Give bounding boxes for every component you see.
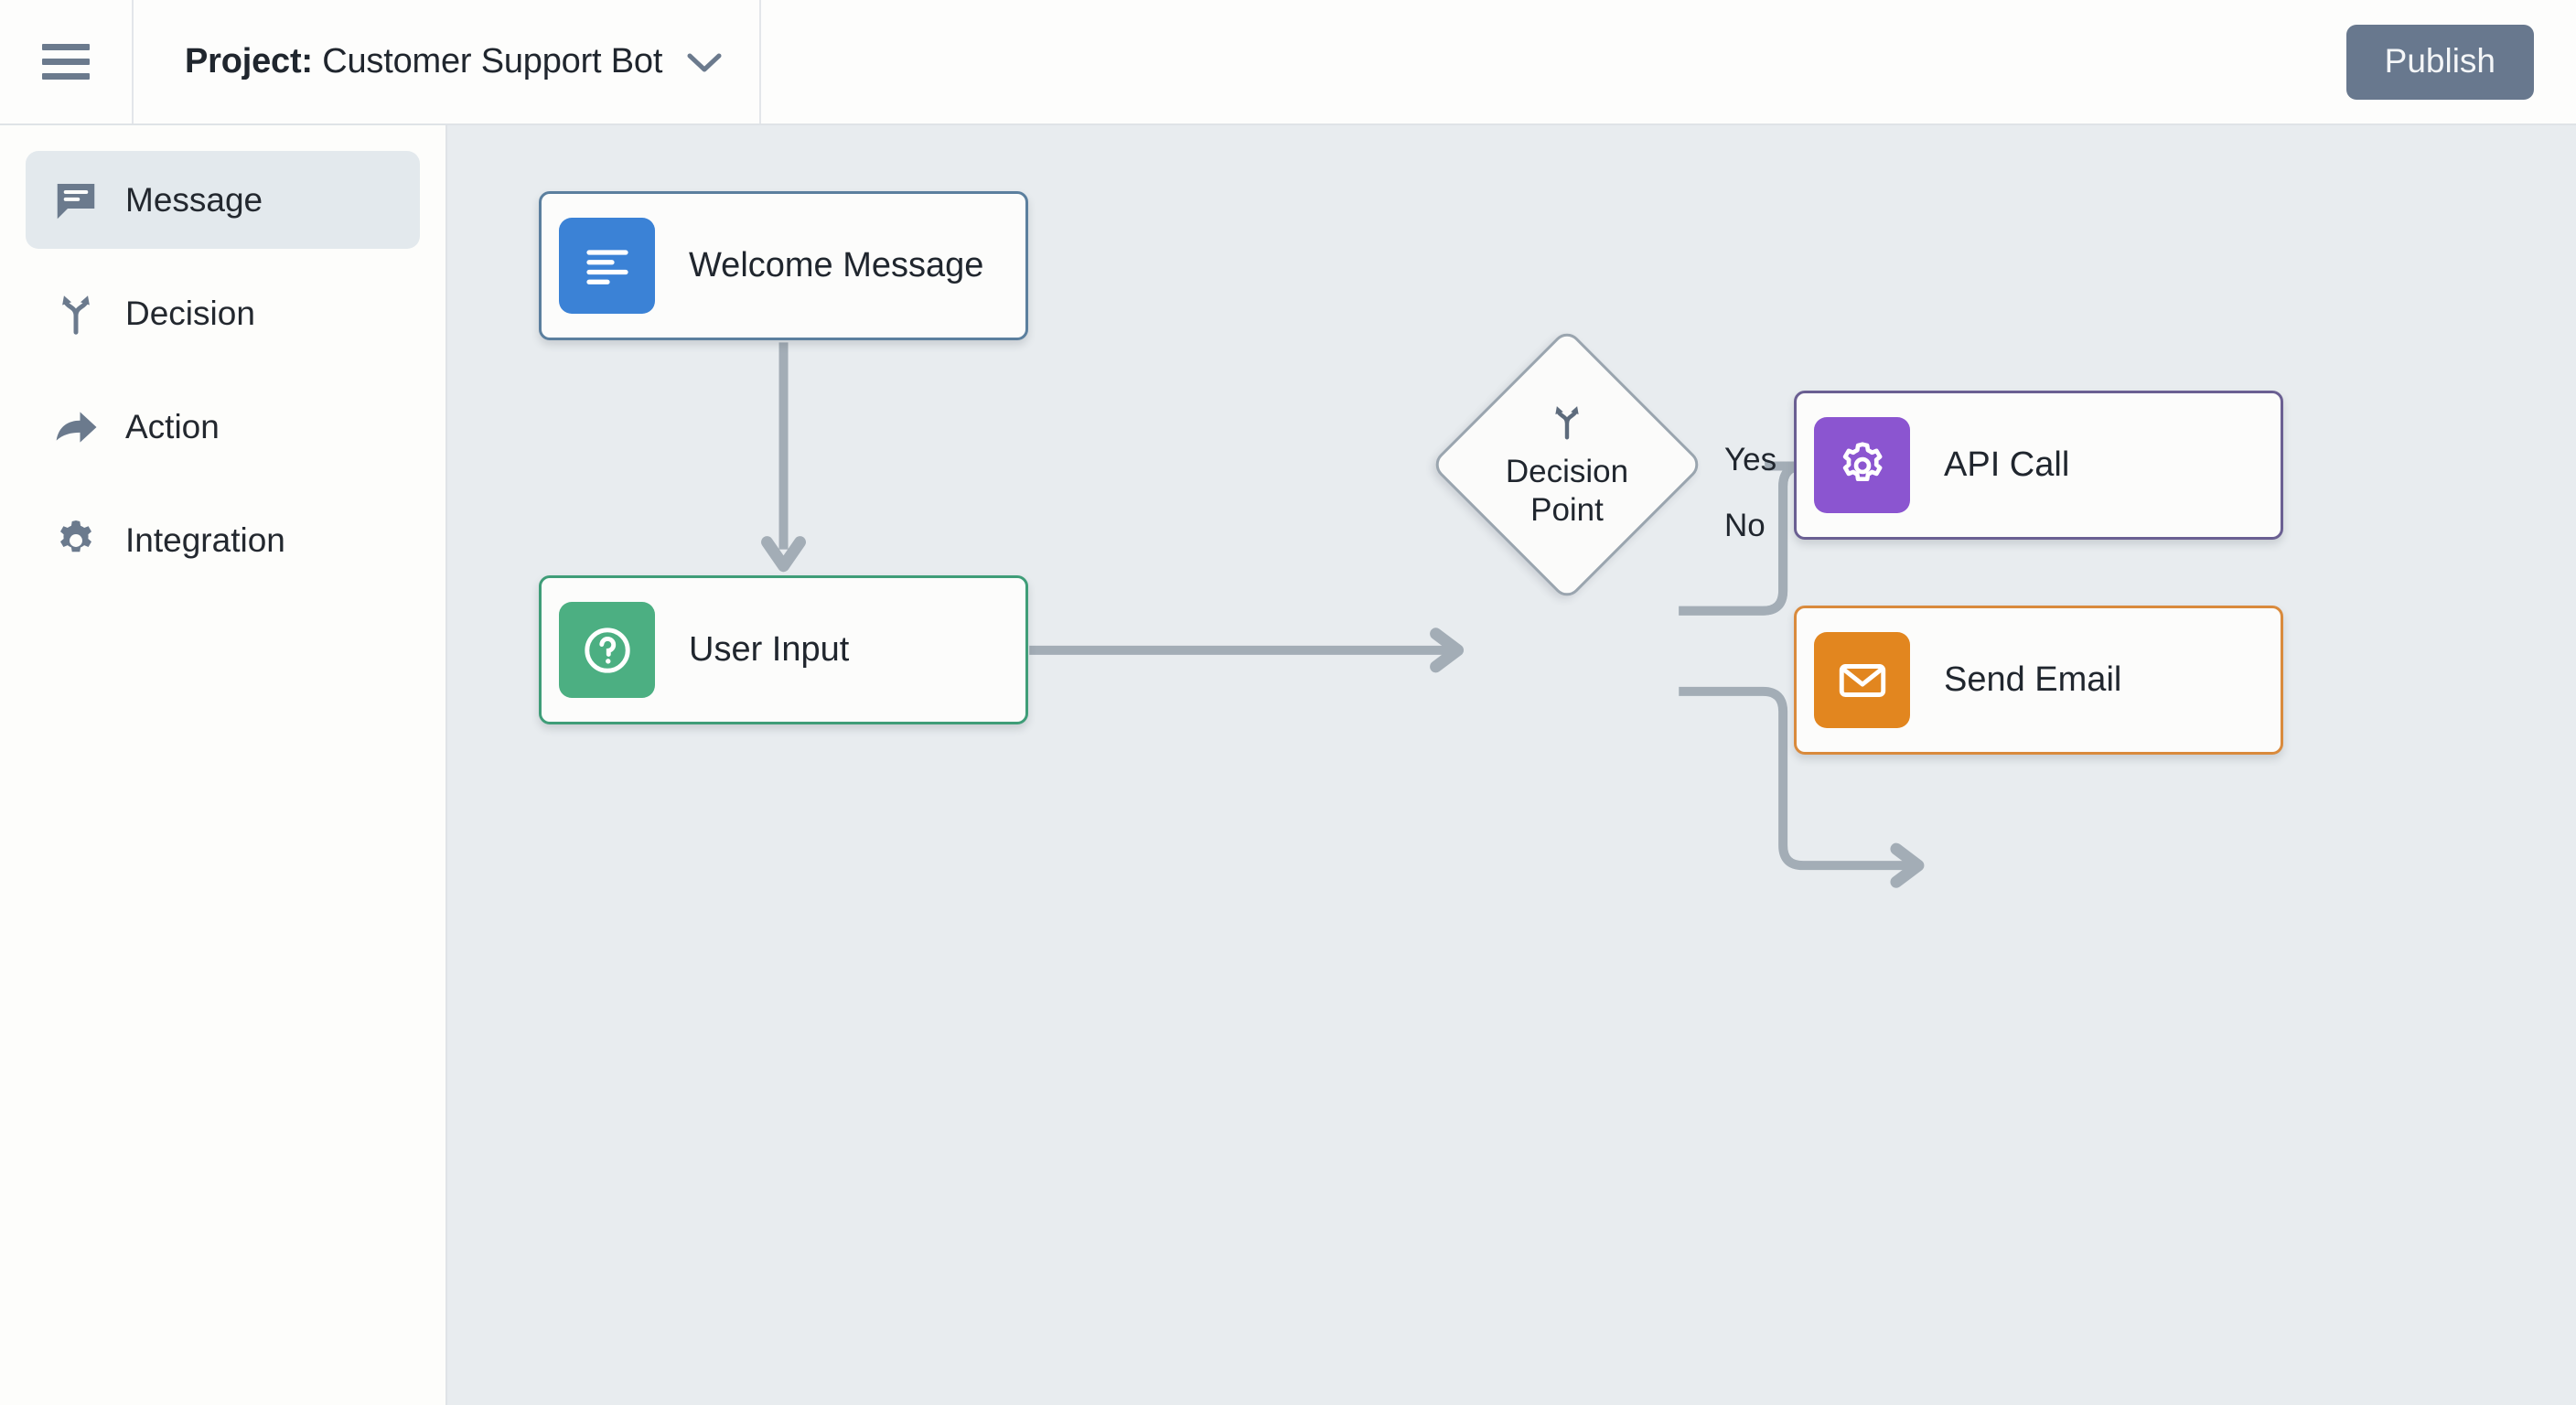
sidebar-item-message[interactable]: Message [26,151,420,249]
project-name: Customer Support Bot [322,42,663,80]
text-lines-icon [559,218,655,314]
flow-node-decision-point[interactable] [1430,327,1704,602]
edge-label-yes: Yes [1724,442,1777,477]
branch-split-icon [48,289,103,338]
edge-welcome-to-input [761,342,806,573]
hamburger-icon [42,44,90,80]
publish-button[interactable]: Publish [2345,24,2534,100]
flow-node-send-email[interactable]: Send Email [1794,606,2283,755]
sidebar-item-label: Message [125,180,263,219]
menu-toggle-button[interactable] [0,0,134,123]
sidebar-item-label: Integration [125,520,285,559]
flow-node-label: API Call [1944,445,2070,484]
sidebar-item-decision[interactable]: Decision [26,264,420,362]
sidebar-item-label: Action [125,407,220,445]
top-header-bar: Project: Customer Support Bot Publish [0,0,2576,125]
flow-node-user-input[interactable]: User Input [539,575,1028,724]
flow-node-label: User Input [689,630,850,669]
sidebar-item-action[interactable]: Action [26,378,420,476]
project-title: Project: Customer Support Bot [185,42,662,81]
project-label: Project: [185,42,313,80]
header-spacer [761,0,2346,123]
question-circle-icon [559,602,655,698]
flow-canvas[interactable]: Welcome Message User Input [447,125,2576,1405]
edge-input-to-decision [1029,627,1465,673]
envelope-icon [1814,632,1910,728]
body-container: Message Decision Actio [0,125,2576,1405]
flow-node-welcome-message[interactable]: Welcome Message [539,191,1028,340]
gear-icon [1814,417,1910,513]
gear-icon [48,516,103,565]
forward-arrow-icon [48,402,103,452]
flow-node-label: Welcome Message [689,246,984,284]
left-sidebar: Message Decision Actio [0,125,447,1405]
chevron-down-icon[interactable] [686,50,723,74]
message-bubble-icon [48,176,103,225]
sidebar-item-integration[interactable]: Integration [26,491,420,589]
edge-label-no: No [1724,508,1766,543]
sidebar-item-label: Decision [125,294,255,332]
flow-node-label: Send Email [1944,660,2122,699]
flow-node-api-call[interactable]: API Call [1794,391,2283,540]
project-selector-tab[interactable]: Project: Customer Support Bot [134,0,761,123]
